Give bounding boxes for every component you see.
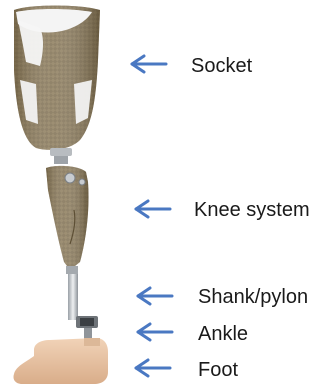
shank-pylon-label: Shank/pylon	[198, 286, 308, 308]
socket-label: Socket	[191, 55, 253, 77]
ankle-part	[76, 316, 98, 338]
prosthesis-illustration	[13, 6, 108, 385]
foot-part	[13, 338, 108, 384]
socket-arrow	[132, 56, 166, 72]
knee-system-label: Knee system	[194, 199, 310, 221]
pylon-part	[68, 274, 78, 320]
ankle-arrow	[138, 324, 172, 340]
ankle-label: Ankle	[198, 323, 248, 345]
foot-arrow	[136, 360, 170, 376]
socket-part	[14, 6, 100, 165]
knee-arrow	[136, 201, 170, 217]
arrows	[132, 56, 172, 376]
foot-label: Foot	[198, 359, 238, 381]
knee-part	[46, 166, 89, 274]
shank-arrow	[138, 288, 172, 304]
